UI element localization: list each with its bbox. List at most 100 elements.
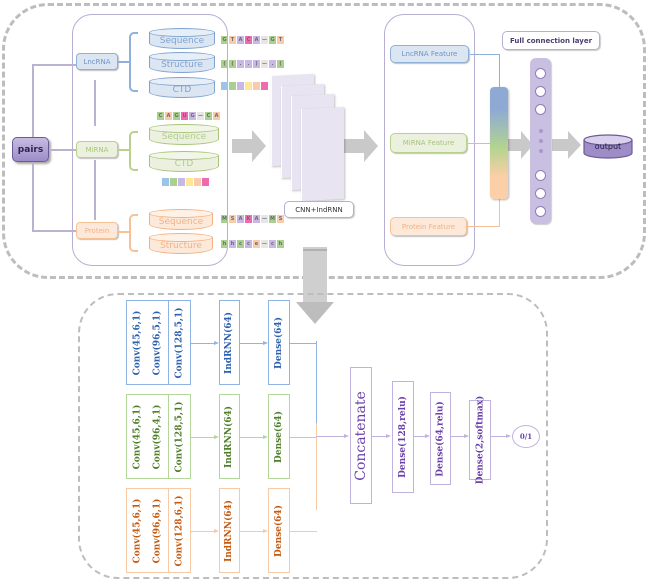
merge-line bbox=[316, 423, 317, 510]
strip-cell: h bbox=[277, 240, 284, 248]
connector-line bbox=[118, 231, 130, 233]
concatenate-layer: Concatenate bbox=[350, 367, 372, 504]
merge-line bbox=[316, 341, 317, 423]
indrnn-layer: IndRNN(64) bbox=[219, 300, 240, 385]
flow-line bbox=[451, 436, 468, 437]
dense-128-relu-layer: Dense(128,relu) bbox=[392, 381, 414, 493]
strip-cell: ( bbox=[221, 60, 228, 68]
dense-64-relu-layer: Dense(64,relu) bbox=[430, 392, 451, 485]
strip-cell bbox=[162, 178, 169, 186]
neuron-icon bbox=[535, 68, 546, 79]
strip-cell bbox=[261, 82, 268, 90]
arrowhead-icon bbox=[263, 341, 268, 345]
merge-line bbox=[290, 343, 317, 344]
ellipsis-dot-icon bbox=[539, 149, 543, 153]
flow-line bbox=[240, 437, 265, 438]
connector-line bbox=[49, 149, 76, 151]
arrow-right-icon bbox=[344, 130, 378, 162]
lncrna-node: LncRNA bbox=[76, 53, 118, 70]
indrnn-label: IndRNN(64) bbox=[224, 311, 235, 374]
connector-line bbox=[468, 226, 500, 227]
full-connection-text: Full connection layer bbox=[509, 36, 593, 45]
indrnn-label: IndRNN(64) bbox=[224, 405, 235, 468]
conv-layer: Conv(128,6,1) bbox=[169, 488, 191, 573]
neuron-icon bbox=[535, 104, 546, 115]
strip-cell: U bbox=[181, 112, 188, 120]
lncrna-structure-label: Structure bbox=[161, 60, 203, 70]
ellipsis-dot-icon bbox=[539, 139, 543, 143]
neuron-icon bbox=[535, 86, 546, 97]
connector-line bbox=[118, 61, 130, 63]
flow-line bbox=[491, 436, 509, 437]
merge-line bbox=[290, 531, 317, 532]
neuron-icon bbox=[535, 188, 546, 199]
strip-cell: A bbox=[237, 36, 244, 44]
connector-line bbox=[32, 64, 76, 66]
arrowhead-icon bbox=[263, 529, 268, 533]
strip-cell: C bbox=[157, 112, 164, 120]
mirna-sequence-db: Sequence bbox=[149, 124, 219, 145]
mirna-bracket bbox=[129, 131, 138, 171]
strip-cell: A bbox=[253, 36, 260, 44]
connector-line bbox=[94, 80, 96, 126]
strip-cell bbox=[245, 82, 252, 90]
strip-cell: c bbox=[245, 240, 252, 248]
strip-cell: T bbox=[277, 36, 284, 44]
output-label: output bbox=[594, 142, 622, 151]
strip-cell: — bbox=[197, 112, 204, 120]
flow-line bbox=[240, 531, 265, 532]
arrowhead-icon bbox=[214, 529, 219, 533]
strip-cell: — bbox=[261, 36, 268, 44]
mirna-label: MiRNA bbox=[85, 145, 109, 154]
arrowhead-icon bbox=[344, 434, 349, 438]
output-node bbox=[583, 134, 633, 159]
mirna-feature: MiRNA Feature bbox=[390, 133, 467, 153]
strip-cell: . bbox=[237, 60, 244, 68]
mirna-node: MiRNA bbox=[76, 141, 118, 158]
arrow-right-icon bbox=[552, 131, 581, 159]
flow-line bbox=[191, 437, 216, 438]
arrowhead-icon bbox=[263, 435, 268, 439]
arrow-down-icon bbox=[296, 247, 334, 324]
arrowhead-icon bbox=[214, 341, 219, 345]
mirna-feature-label: MiRNA Feature bbox=[402, 139, 455, 147]
strip-cell: A bbox=[213, 112, 220, 120]
connector-line bbox=[499, 54, 500, 88]
strip-cell: S bbox=[277, 215, 284, 223]
conv-layer: Conv(96,5,1) bbox=[147, 300, 169, 385]
lncrna-ctd-label: CTD bbox=[172, 85, 192, 95]
connector-line bbox=[32, 230, 76, 232]
indrnn-layer: IndRNN(64) bbox=[219, 488, 240, 573]
flow-line bbox=[191, 531, 216, 532]
strip-cell: h bbox=[221, 240, 228, 248]
strip-cell: h bbox=[229, 240, 236, 248]
concat-gradient-bar bbox=[490, 87, 508, 199]
prediction-label: 0/1 bbox=[519, 432, 533, 441]
arrowhead-icon bbox=[386, 434, 391, 438]
strip-cell: C bbox=[245, 36, 252, 44]
ellipsis-dot-icon bbox=[539, 129, 543, 133]
flow-line bbox=[240, 343, 265, 344]
dense-64-label: Dense(64) bbox=[274, 504, 285, 557]
neuron-icon bbox=[535, 170, 546, 181]
conv-layer: Conv(45,6,1) bbox=[126, 394, 148, 479]
strip-cell: M bbox=[221, 215, 228, 223]
concatenate-label: Concatenate bbox=[353, 390, 369, 481]
merge-line bbox=[290, 437, 317, 438]
strip-cell bbox=[178, 178, 185, 186]
strip-cell bbox=[202, 178, 209, 186]
strip-cell: — bbox=[261, 240, 268, 248]
pairs-node: pairs bbox=[12, 137, 49, 162]
flow-line bbox=[414, 436, 427, 437]
conv-label: Conv(128,5,1) bbox=[174, 306, 185, 379]
dense-64-relu-label: Dense(64,relu) bbox=[435, 400, 446, 477]
pairs-label: pairs bbox=[17, 144, 44, 155]
dense-2-softmax-label: Dense(2,softmax) bbox=[475, 395, 486, 485]
lncrna-structure-strip: ((..)—.( bbox=[221, 60, 285, 68]
arrowhead-icon bbox=[506, 434, 511, 438]
prediction-output: 0/1 bbox=[512, 425, 540, 448]
strip-cell: T bbox=[229, 36, 236, 44]
dense-64-label: Dense(64) bbox=[274, 316, 285, 369]
